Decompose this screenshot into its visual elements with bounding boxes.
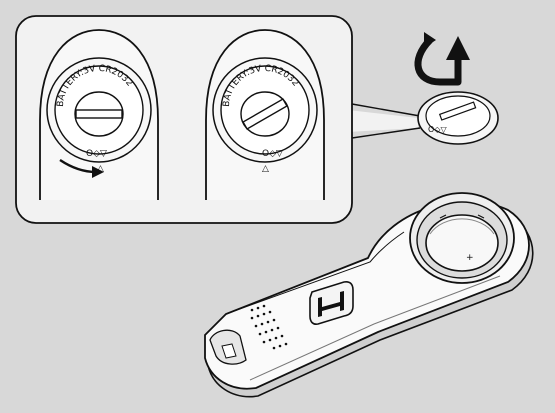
honda-logo-icon	[309, 281, 354, 325]
rotate-arrow-icon	[92, 166, 104, 178]
removed-cover: O◇▽	[417, 91, 499, 145]
open-marker-right: O◇▽	[262, 149, 283, 159]
cover-view-right: BATTERY:3V CR2032 O◇▽ △	[205, 29, 325, 200]
speaker-grille	[250, 304, 288, 350]
align-marker-right: △	[262, 164, 269, 174]
coin-plus-sign: +	[466, 253, 474, 263]
align-marker-left: △	[97, 164, 104, 174]
open-marker-cover: O◇▽	[428, 125, 447, 134]
lift-off-arrow-icon	[414, 32, 470, 86]
cover-view-left: BATTERY:3V CR2032 O◇▽ △	[39, 29, 159, 200]
battery-compartment: +	[409, 192, 515, 284]
open-marker-left: O◇▽	[86, 149, 107, 159]
